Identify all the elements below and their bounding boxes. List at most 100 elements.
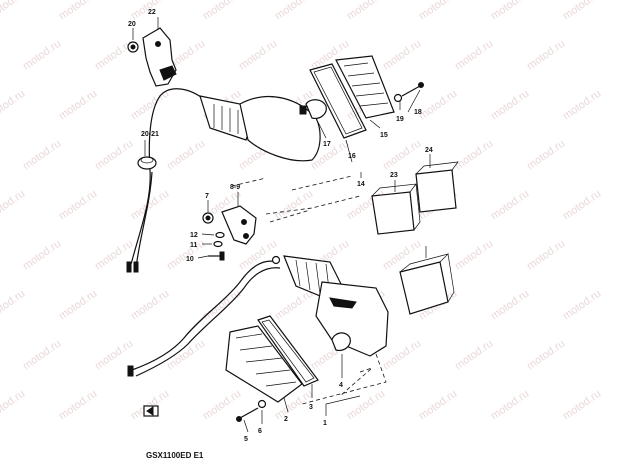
watermark-text: motod.ru — [273, 288, 315, 323]
screw-17 — [401, 85, 421, 97]
watermark-text: motod.ru — [561, 188, 603, 223]
callout-1: 1 — [323, 420, 327, 427]
upper-stem-ribs — [213, 104, 239, 134]
watermark-text: motod.ru — [561, 88, 603, 123]
leader-2 — [283, 397, 289, 413]
watermark-text: motod.ru — [273, 188, 315, 223]
gasket-3-inner — [261, 319, 315, 383]
gasket-14-inner — [313, 66, 363, 135]
watermark-text: motod.ru — [0, 188, 27, 223]
mount-bracket — [142, 27, 177, 87]
lens-upper-ribs — [343, 62, 389, 107]
alignment-lines — [231, 175, 387, 405]
leader-17 — [407, 89, 421, 113]
callout-4: 4 — [339, 382, 343, 389]
callout-17: 18 — [414, 109, 422, 116]
lower-housing-socket — [329, 297, 357, 309]
watermark-text: motod.ru — [201, 288, 243, 323]
watermark-text: motod.ru — [165, 338, 207, 373]
callout-8-9: 8-9 — [230, 184, 240, 191]
watermark-text: motod.ru — [129, 388, 171, 423]
watermark-text: motod.ru — [561, 388, 603, 423]
callout-labels: 20 22 20-21 17 19 18 15 16 14 7 8-9 12 1… — [128, 9, 433, 443]
align-d — [291, 175, 353, 191]
lens-lower-ribs — [235, 333, 297, 387]
watermark-text: motod.ru — [489, 188, 531, 223]
watermark-text: motod.ru — [381, 138, 423, 173]
callout-3: 3 — [309, 404, 313, 411]
watermark-text: motod.ru — [561, 0, 603, 22]
grommet-20-top — [140, 156, 154, 164]
watermark-text: motod.ru — [0, 88, 27, 123]
lower-wire-2 — [135, 267, 281, 377]
front-arrow-icon — [146, 406, 154, 416]
callout-6: 6 — [258, 428, 262, 435]
watermark-text: motod.ru — [0, 288, 27, 323]
washer-6 — [257, 399, 267, 409]
lower-stem-nut — [271, 255, 281, 265]
watermark-text: motod.ru — [57, 0, 99, 22]
watermark-text: motod.ru — [237, 38, 279, 73]
watermark-text: motod.ru — [417, 0, 459, 22]
watermark-text: motod.ru — [57, 288, 99, 323]
watermark-text: motod.ru — [21, 338, 63, 373]
bulb-4 — [331, 332, 351, 351]
washer-18 — [393, 93, 403, 103]
lower-housing — [315, 281, 389, 357]
connector-a — [126, 261, 132, 273]
watermark-text: motod.ru — [489, 88, 531, 123]
nut-7-hole — [205, 215, 211, 221]
watermark-text: motod.ru — [417, 88, 459, 123]
watermark-text: motod.ru — [129, 288, 171, 323]
watermark-text: motod.ru — [381, 38, 423, 73]
relay-22-top — [371, 183, 421, 231]
align-b — [265, 195, 361, 215]
middle-bracket-parts — [202, 205, 257, 261]
watermark-text: motod.ru — [57, 88, 99, 123]
watermark-text: motod.ru — [489, 0, 531, 22]
bulb-16 — [305, 99, 327, 119]
screw-5-head — [236, 416, 242, 422]
relay-23 — [415, 169, 457, 213]
callout-12: 12 — [190, 232, 198, 239]
callout-13: 14 — [357, 181, 365, 188]
leader-1 — [325, 395, 361, 416]
watermark-text: motod.ru — [21, 38, 63, 73]
callout-2: 2 — [284, 416, 288, 423]
watermark-text: motod.ru — [345, 388, 387, 423]
washer-19-hole — [130, 44, 136, 50]
lower-stem-ribs — [295, 259, 331, 299]
watermark-text: motod.ru — [525, 138, 567, 173]
callout-19: 20 — [128, 21, 136, 28]
bracket-nut — [159, 65, 177, 81]
callout-22: 23 — [390, 172, 398, 179]
watermark-text: motod.ru — [489, 288, 531, 323]
front-arrow — [143, 405, 159, 417]
watermark-text: motod.ru — [0, 0, 27, 22]
bracket-hole — [155, 41, 161, 47]
watermark-text: motod.ru — [489, 388, 531, 423]
callout-11: 11 — [190, 242, 198, 249]
callout-23: 24 — [425, 147, 433, 154]
callout-16: 17 — [323, 141, 331, 148]
lower-wire — [131, 260, 279, 371]
lower-connector-a — [127, 365, 134, 377]
relay-24-top — [399, 253, 455, 303]
washer-12 — [215, 231, 225, 239]
watermark-text: motod.ru — [273, 0, 315, 22]
relay-23-top — [415, 161, 459, 175]
screw-17-head — [418, 82, 424, 88]
align-e — [301, 353, 387, 405]
watermark-text: motod.ru — [57, 388, 99, 423]
callout-10: 10 — [186, 256, 194, 263]
model-code: GSX1100ED E1 — [146, 451, 204, 460]
bracket-8-9-hole — [241, 219, 247, 225]
callout-7: 7 — [205, 193, 209, 200]
screw-5 — [239, 407, 259, 419]
watermark-text: motod.ru — [453, 138, 495, 173]
callout-20-21: 22 — [148, 9, 156, 16]
bulb-16-base — [299, 105, 307, 115]
lens-lower — [225, 325, 303, 403]
watermark-text: motod.ru — [345, 0, 387, 22]
